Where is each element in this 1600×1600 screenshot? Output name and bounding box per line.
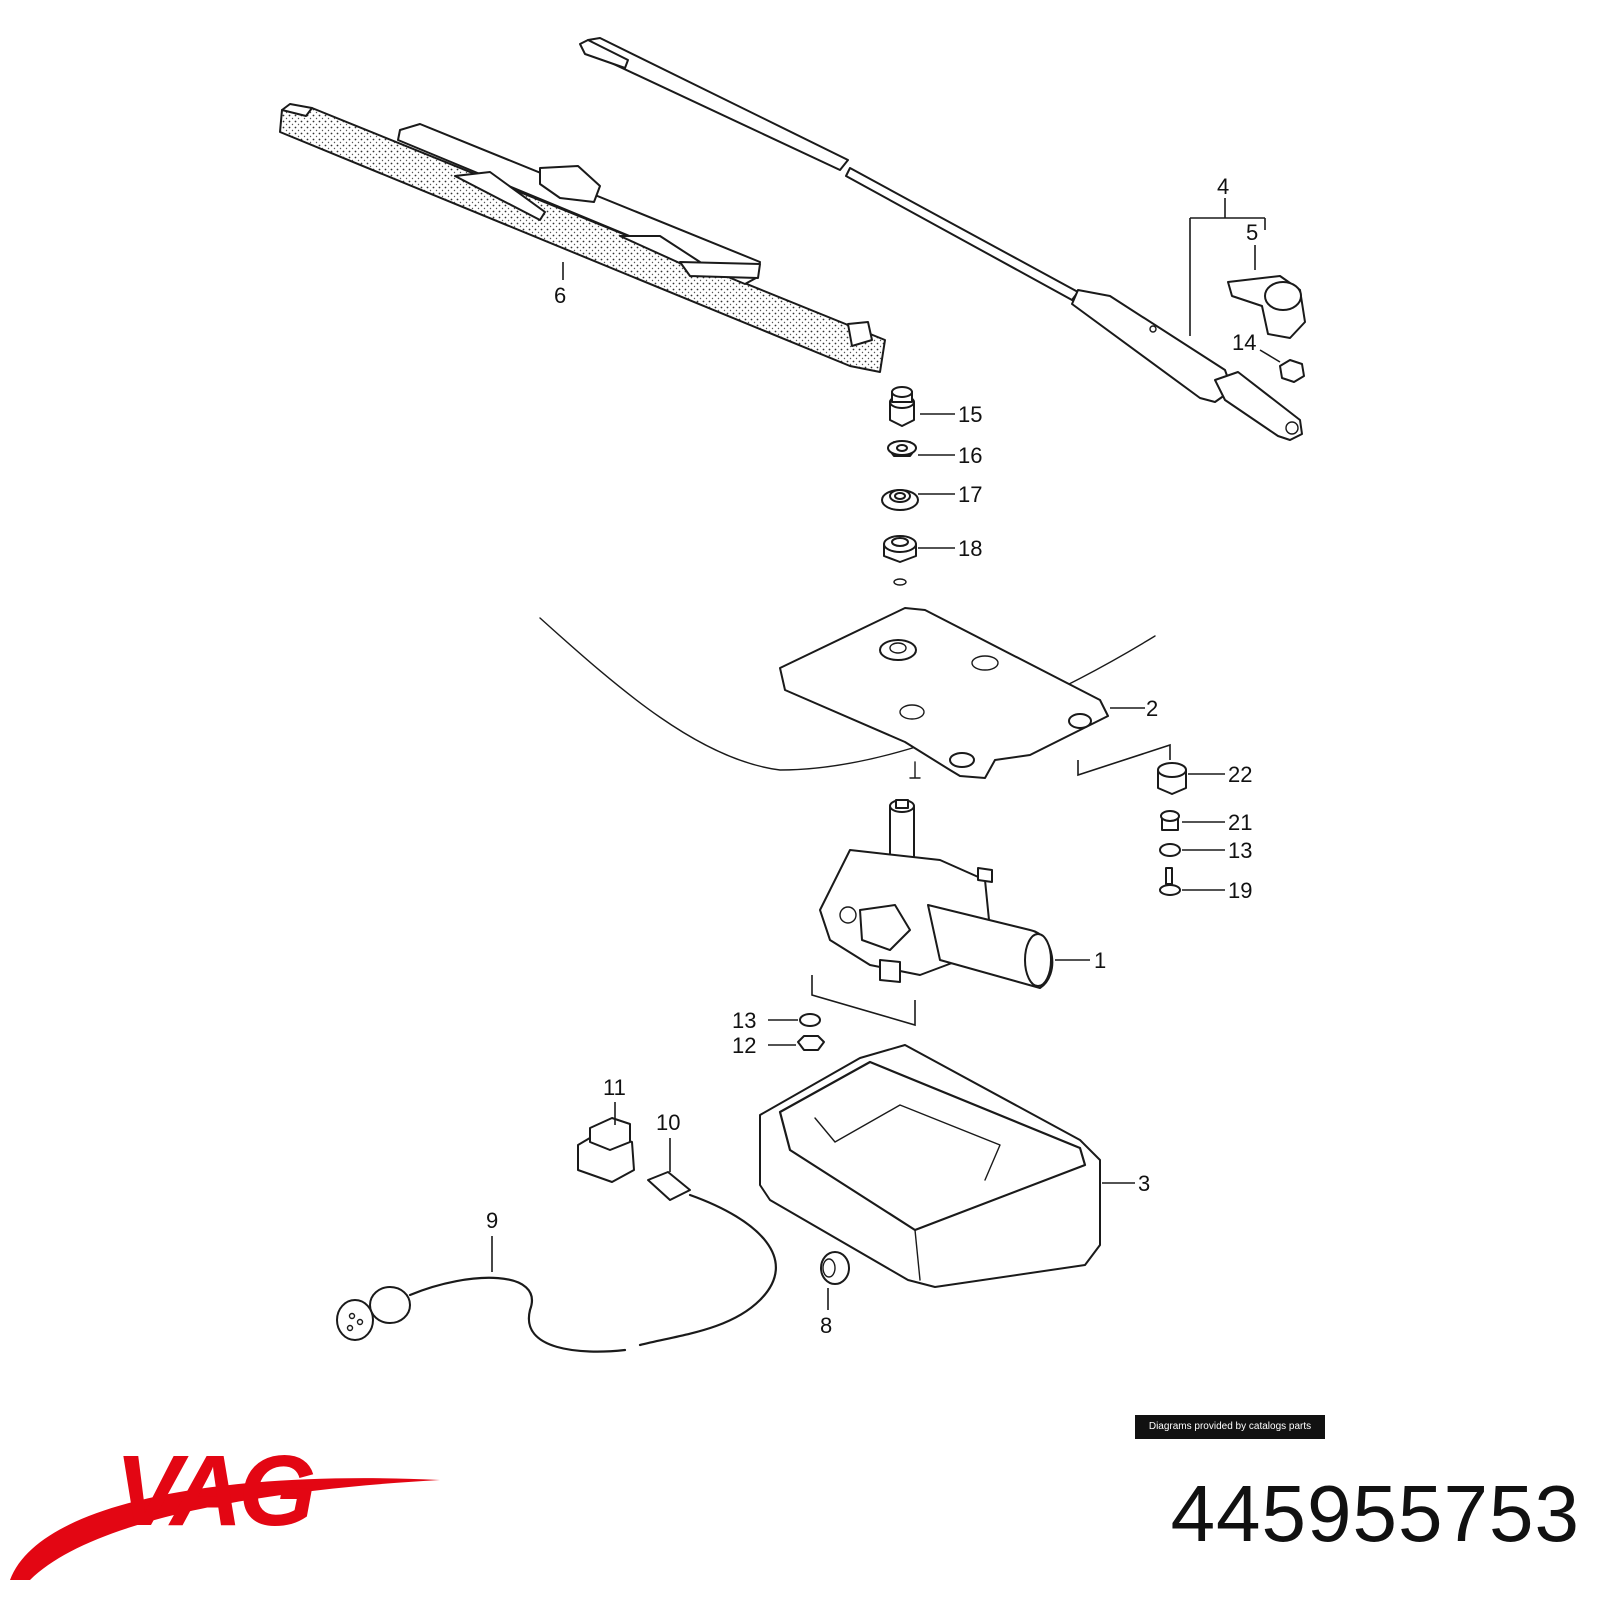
- callout-2: 2: [1146, 696, 1158, 721]
- callout-5: 5: [1246, 220, 1258, 245]
- callout-17: 17: [958, 482, 982, 507]
- callout-1: 1: [1094, 948, 1106, 973]
- callout-9: 9: [486, 1208, 498, 1233]
- nut-14-drawing: [1279, 359, 1305, 383]
- wiring-harness-drawing: [336, 1171, 777, 1353]
- callout-3: 3: [1138, 1171, 1150, 1196]
- wiper-motor-drawing: [819, 799, 1054, 989]
- callout-12: 12: [732, 1033, 756, 1058]
- spindle-parts-drawing: [881, 386, 919, 586]
- callout-8: 8: [820, 1313, 832, 1338]
- leader-lines: [491, 198, 1281, 1310]
- callout-6: 6: [554, 283, 566, 308]
- wiper-arm-drawing: [579, 37, 1303, 441]
- callout-10: 10: [656, 1110, 680, 1135]
- callout-13-lower: 13: [732, 1008, 756, 1033]
- callout-19: 19: [1228, 878, 1252, 903]
- callout-4: 4: [1217, 174, 1229, 199]
- catalog-credit: Diagrams provided by catalogs parts: [1135, 1415, 1325, 1439]
- grommet-8-drawing: [820, 1251, 850, 1285]
- logo-swoosh: [10, 1478, 440, 1580]
- vag-logo: VAG: [10, 1435, 440, 1580]
- fasteners-right-drawing: [1157, 762, 1187, 896]
- logo-text: VAG: [115, 1435, 313, 1547]
- callout-15: 15: [958, 402, 982, 427]
- part-number: 445955753: [1170, 1469, 1580, 1558]
- callout-21: 21: [1228, 810, 1252, 835]
- callout-11: 11: [603, 1075, 626, 1100]
- nuts-lower-drawing: [797, 1013, 825, 1051]
- wiper-blade-drawing: [279, 103, 886, 373]
- callout-14: 14: [1232, 330, 1256, 355]
- callout-22: 22: [1228, 762, 1252, 787]
- connector-11-drawing: [577, 1117, 635, 1183]
- mounting-plate-drawing: [539, 607, 1156, 779]
- motor-cover-drawing: [759, 1044, 1101, 1288]
- arm-cap-drawing: [1227, 275, 1306, 339]
- callout-16: 16: [958, 443, 982, 468]
- callout-13-right: 13: [1228, 838, 1252, 863]
- callout-labels: 1 2 3 4 5 6 8 9 10 11 12 13 13 14 15 16 …: [486, 174, 1258, 1338]
- callout-18: 18: [958, 536, 982, 561]
